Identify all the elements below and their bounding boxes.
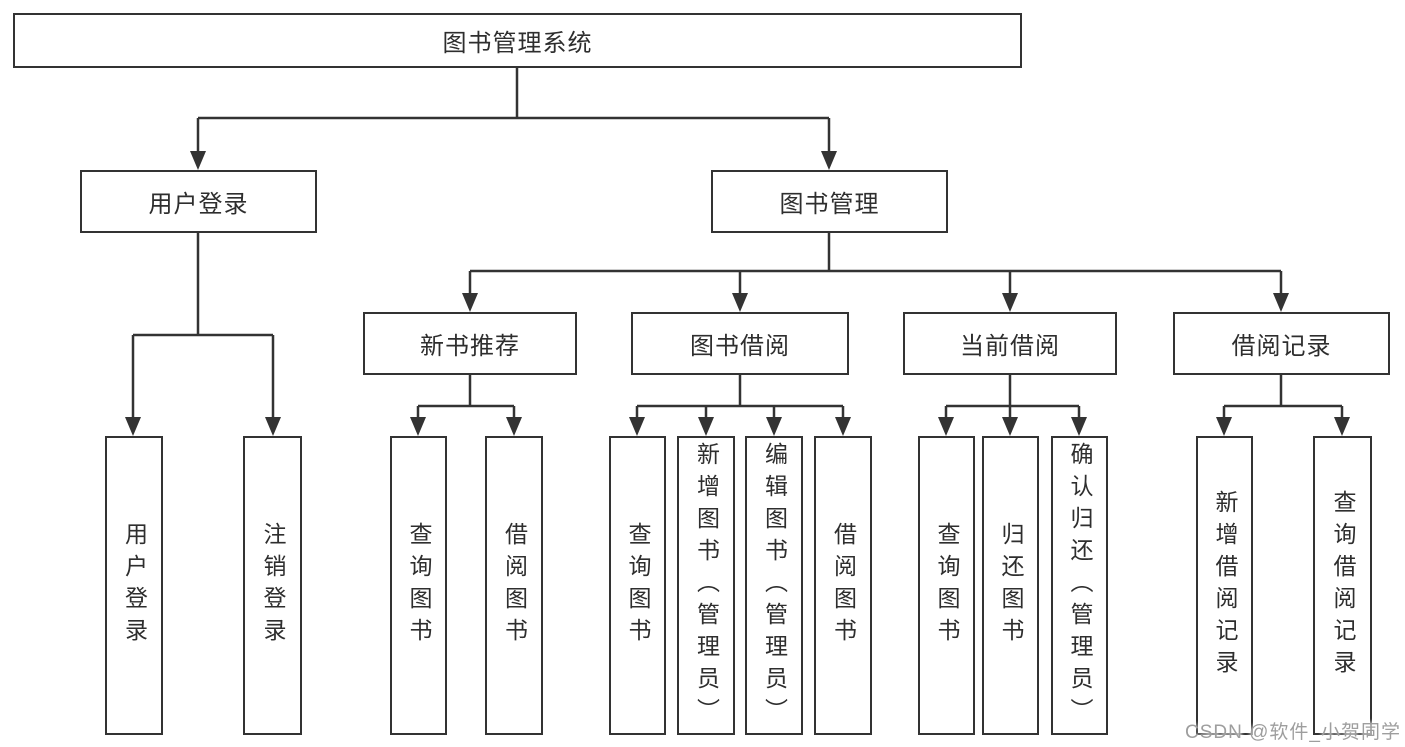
node-new-books-label: 新书推荐 xyxy=(420,333,520,360)
node-borrowing-label: 图书借阅 xyxy=(690,333,790,360)
node-borrow-records-label: 借阅记录 xyxy=(1231,333,1332,360)
connector-root-to-level2 xyxy=(190,68,837,170)
leaf-current-return-label: 归还图书 xyxy=(998,521,1024,650)
arrow-down-icon xyxy=(1002,417,1018,436)
leaf-newbooks-search-label: 查询图书 xyxy=(406,521,432,650)
node-book-mgmt-label: 图书管理 xyxy=(779,191,880,218)
leaf-current-search: 查询图书 xyxy=(918,436,975,735)
arrow-down-icon xyxy=(1002,293,1018,312)
arrow-down-icon xyxy=(1216,417,1232,436)
leaf-borrowing-edit: 编辑图书（管理员） xyxy=(745,436,803,735)
arrow-down-icon xyxy=(125,417,141,436)
arrow-down-icon xyxy=(1334,417,1350,436)
arrow-down-icon xyxy=(1273,293,1289,312)
leaf-records-search: 查询借阅记录 xyxy=(1313,436,1372,735)
leaf-current-confirm-return: 确认归还（管理员） xyxy=(1051,436,1108,735)
arrow-down-icon xyxy=(938,417,954,436)
arrow-down-icon xyxy=(1071,417,1087,436)
leaf-newbooks-borrow: 借阅图书 xyxy=(485,436,543,735)
node-root: 图书管理系统 xyxy=(13,13,1022,68)
arrow-down-icon xyxy=(698,417,714,436)
leaf-logout: 注销登录 xyxy=(243,436,302,735)
arrow-down-icon xyxy=(766,417,782,436)
arrow-down-icon xyxy=(732,293,748,312)
arrow-down-icon xyxy=(835,417,851,436)
leaf-borrowing-borrow: 借阅图书 xyxy=(814,436,872,735)
leaf-records-add-label: 新增借阅记录 xyxy=(1212,489,1238,682)
node-current-borrow-label: 当前借阅 xyxy=(960,333,1060,360)
leaf-newbooks-search: 查询图书 xyxy=(390,436,447,735)
arrow-down-icon xyxy=(410,417,426,436)
leaf-user-login: 用户登录 xyxy=(105,436,163,735)
arrow-down-icon xyxy=(265,417,281,436)
connector-borrowing-to-leaves xyxy=(629,375,851,436)
arrow-down-icon xyxy=(190,151,206,170)
watermark: CSDN @软件_小贺同学 xyxy=(1185,722,1401,743)
leaf-borrowing-search-label: 查询图书 xyxy=(625,521,651,650)
arrow-down-icon xyxy=(462,293,478,312)
leaf-current-return: 归还图书 xyxy=(982,436,1039,735)
connector-book-mgmt-to-level3 xyxy=(462,233,1289,312)
connector-records-to-leaves xyxy=(1216,375,1350,436)
leaf-current-search-label: 查询图书 xyxy=(934,521,960,650)
leaf-newbooks-borrow-label: 借阅图书 xyxy=(501,521,528,650)
leaf-user-login-label: 用户登录 xyxy=(121,521,148,650)
node-new-books: 新书推荐 xyxy=(363,312,577,375)
connector-current-to-leaves xyxy=(938,375,1087,436)
node-borrowing: 图书借阅 xyxy=(631,312,849,375)
node-user-login-label: 用户登录 xyxy=(148,191,249,218)
node-user-login: 用户登录 xyxy=(80,170,317,233)
node-book-mgmt: 图书管理 xyxy=(711,170,948,233)
leaf-borrowing-edit-label: 编辑图书（管理员） xyxy=(761,441,788,730)
leaf-records-search-label: 查询借阅记录 xyxy=(1330,489,1356,682)
arrow-down-icon xyxy=(821,151,837,170)
arrow-down-icon xyxy=(629,417,645,436)
connector-user-login-to-leaves xyxy=(125,233,281,436)
arrow-down-icon xyxy=(506,417,522,436)
leaf-records-add: 新增借阅记录 xyxy=(1196,436,1253,735)
node-borrow-records: 借阅记录 xyxy=(1173,312,1390,375)
leaf-borrowing-search: 查询图书 xyxy=(609,436,666,735)
node-root-label: 图书管理系统 xyxy=(442,30,593,57)
leaf-borrowing-add-label: 新增图书（管理员） xyxy=(693,441,720,730)
leaf-current-confirm-return-label: 确认归还（管理员） xyxy=(1067,441,1093,730)
connector-new-books-to-leaves xyxy=(410,375,522,436)
leaf-borrowing-borrow-label: 借阅图书 xyxy=(830,521,857,650)
leaf-borrowing-add: 新增图书（管理员） xyxy=(677,436,735,735)
node-current-borrow: 当前借阅 xyxy=(903,312,1117,375)
leaf-logout-label: 注销登录 xyxy=(260,521,286,650)
